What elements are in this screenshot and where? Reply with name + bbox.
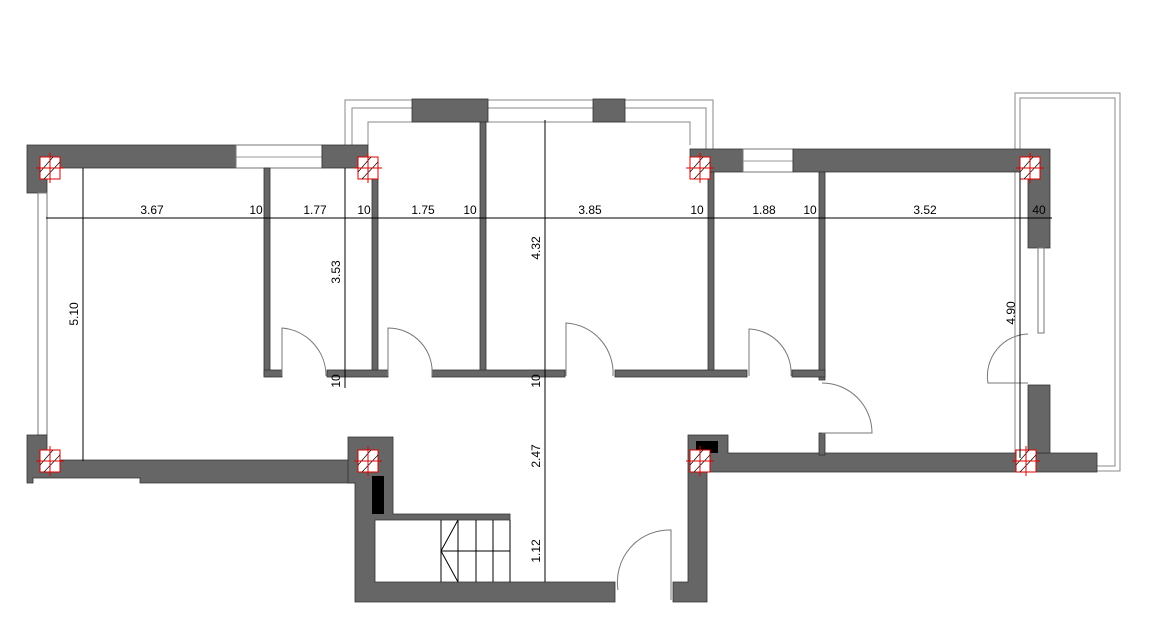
structural-columns: [36, 153, 1044, 476]
column-marker-icon: [686, 153, 714, 183]
dim-label: 10: [803, 203, 817, 217]
dim-label: 10: [463, 203, 477, 217]
dim-label: 5.10: [67, 302, 81, 326]
staircase: [440, 519, 511, 583]
interior-walls: [263, 121, 826, 456]
dim-label: 2.47: [529, 444, 543, 468]
bay-window: [344, 98, 714, 168]
column-marker-icon: [1012, 446, 1040, 476]
column-marker-icon: [36, 446, 64, 476]
dim-label: 10: [690, 203, 704, 217]
doors: [281, 322, 1029, 600]
column-marker-icon: [686, 446, 714, 476]
dim-label: 1.75: [411, 203, 435, 217]
column-marker-icon: [36, 153, 64, 183]
dim-label: 3.53: [329, 260, 343, 284]
window: [37, 192, 48, 436]
dimension-lines: [46, 120, 1052, 582]
column-marker-icon: [1016, 153, 1044, 183]
dim-label: 4.90: [1004, 301, 1018, 325]
dim-label: 3.52: [913, 203, 937, 217]
dim-label: 3.67: [140, 203, 164, 217]
dim-label: 40: [1032, 203, 1046, 217]
dim-label: 3.85: [578, 203, 602, 217]
column-marker-icon: [354, 153, 382, 183]
dim-label: 1.88: [752, 203, 776, 217]
dim-label: 1.77: [303, 203, 327, 217]
dim-label: 10: [529, 374, 543, 388]
column-marker-icon: [354, 446, 382, 476]
window: [1037, 247, 1045, 334]
dim-label: 1.12: [529, 539, 543, 563]
dim-label: 10: [329, 374, 343, 388]
horizontal-dimension-labels: 3.67 10 1.77 10 1.75 10 3.85 10 1.88 10 …: [140, 203, 1046, 217]
dim-label: 10: [357, 203, 371, 217]
dim-label: 10: [249, 203, 263, 217]
dim-label: 4.32: [529, 236, 543, 260]
vertical-dimension-labels: 5.10 3.53 10 4.32 10 2.47 1.12 4.90: [67, 236, 1018, 563]
